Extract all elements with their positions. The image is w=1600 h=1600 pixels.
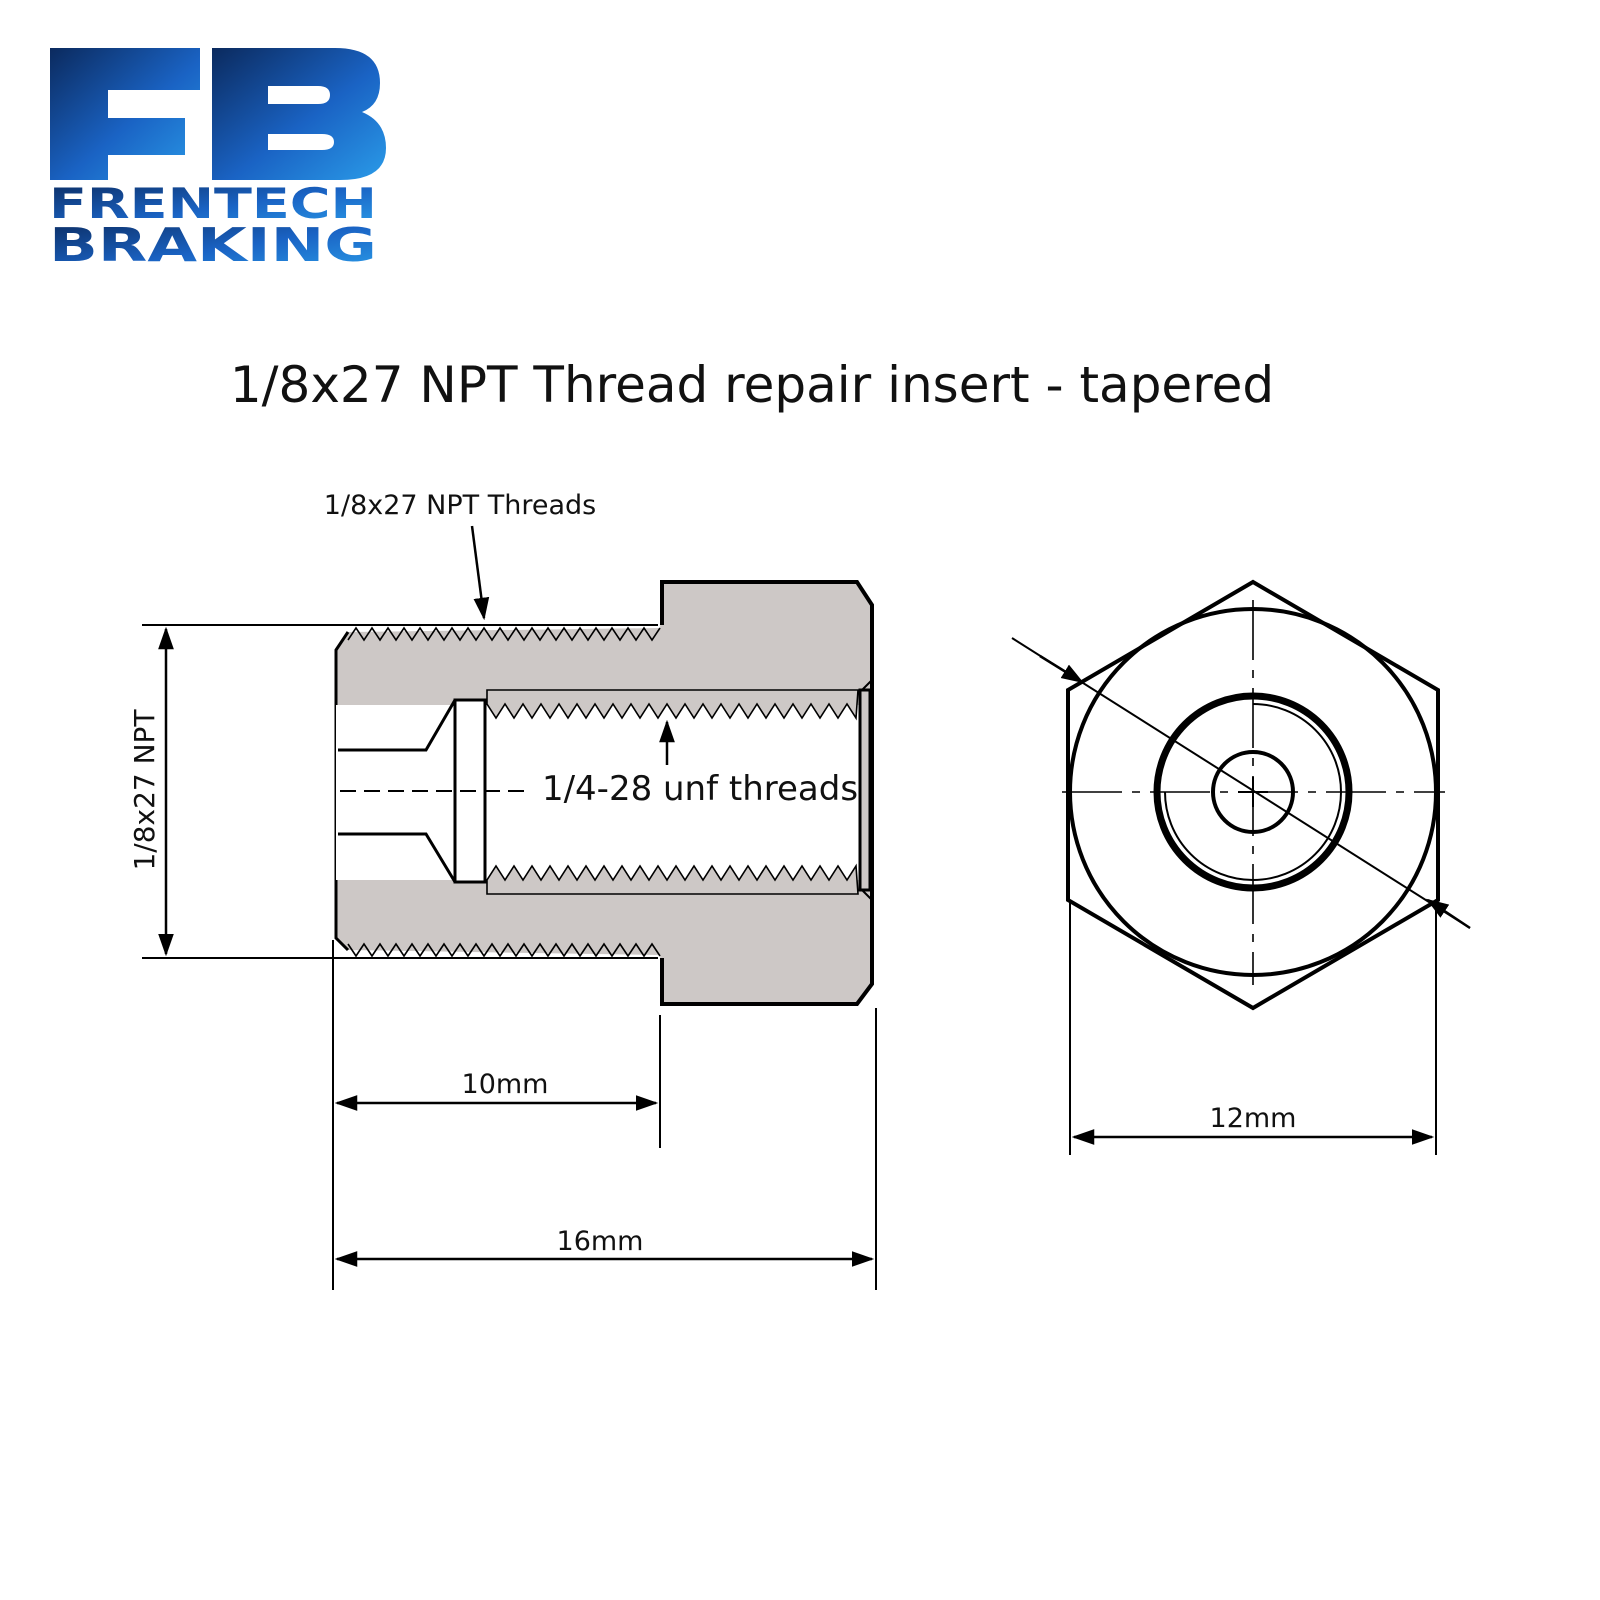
- outer-thread-top: [347, 626, 661, 642]
- thread-length-label: 10mm: [462, 1069, 549, 1100]
- outer-thread-bottom: [347, 942, 661, 958]
- counterbore-step: [858, 688, 872, 892]
- frentech-braking-logo: FRENTECH BRAKING: [49, 48, 386, 272]
- logo-line-frentech: FRENTECH: [49, 179, 377, 228]
- total-length-label: 16mm: [557, 1226, 644, 1257]
- side-view: 1/8x27 NPT 1/8x27 NPT Threads 1/4-28 unf…: [128, 490, 877, 1290]
- inner-thread-bottom: [486, 863, 859, 895]
- page-title: 1/8x27 NPT Thread repair insert - tapere…: [230, 356, 1274, 414]
- inner-thread-top: [486, 689, 859, 721]
- diagonal-dimension-line: [1011, 637, 1471, 929]
- hex-head-outline: [660, 580, 874, 1006]
- inner-thread-callout: 1/4-28 unf threads: [542, 769, 858, 809]
- end-view: 12mm: [1011, 579, 1471, 1155]
- outer-thread-callout: 1/8x27 NPT Threads: [324, 490, 596, 521]
- logo-letter-f: [50, 48, 200, 180]
- diagonal-arrow-upper: [1039, 654, 1084, 684]
- chamfer-edges: [861, 679, 873, 901]
- thread-arc: [1164, 703, 1342, 881]
- logo-letter-b: [212, 48, 386, 180]
- logo-line-braking: BRAKING: [49, 218, 377, 272]
- hex-dimension-label: 12mm: [1210, 1103, 1297, 1134]
- outer-thread-leader: [470, 525, 490, 621]
- diagonal-arrow-lower: [1426, 898, 1471, 930]
- hex-outline: [1066, 579, 1440, 1011]
- diameter-label: 1/8x27 NPT: [128, 709, 161, 871]
